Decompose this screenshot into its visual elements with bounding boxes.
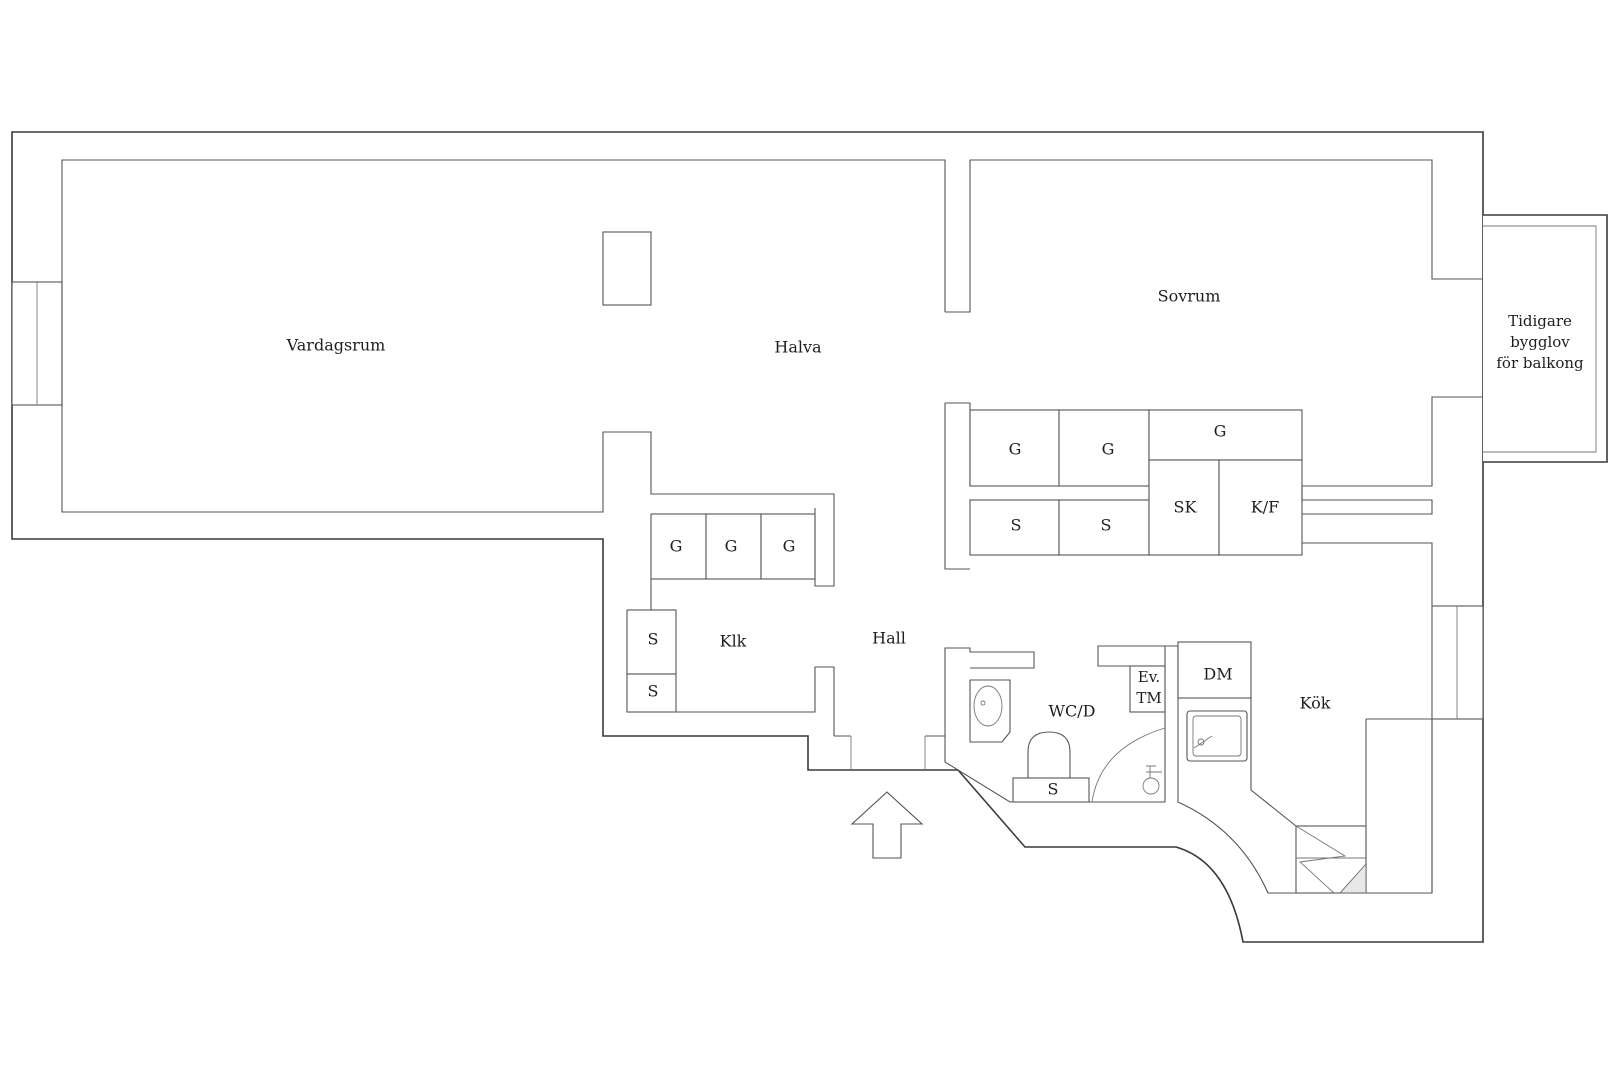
bedroom-wardrobes — [969, 409, 1303, 487]
room-label-wc: WC/D — [1049, 702, 1096, 721]
label-wardrobe-bedroom-2: G — [1102, 440, 1115, 459]
label-shelf-hall-2: S — [1101, 516, 1112, 535]
label-shelf-wc: S — [1048, 780, 1059, 799]
label-wardrobe-klk-1: G — [670, 537, 683, 556]
label-sk: SK — [1174, 498, 1198, 517]
room-label-balcony-1: Tidigare — [1508, 312, 1572, 330]
drain-icon — [1142, 777, 1160, 795]
label-kf: K/F — [1251, 498, 1279, 517]
window-right — [1431, 605, 1484, 720]
dishwasher — [1177, 641, 1252, 699]
wc-fixtures — [969, 665, 1166, 803]
room-label-halva: Halva — [774, 338, 822, 357]
wc-wall — [944, 645, 1166, 803]
window-left — [11, 281, 63, 406]
label-wardrobe-bedroom-3: G — [1214, 422, 1227, 441]
label-shelf-klk-1: S — [648, 630, 659, 649]
kitchen-sink-icon — [1186, 710, 1248, 762]
kitchen-wall — [1165, 645, 1433, 894]
klk-shelves — [626, 609, 677, 713]
balcony-outline — [1483, 214, 1608, 463]
stove-icon — [1295, 825, 1367, 894]
hall-storage — [944, 403, 1433, 606]
entrance-arrow-icon — [850, 791, 924, 859]
klk-wall — [650, 579, 835, 736]
bedroom-wall-lower — [1302, 396, 1483, 487]
living-room-wall — [61, 159, 946, 587]
label-wardrobe-klk-2: G — [725, 537, 738, 556]
label-shelf-hall-1: S — [1011, 516, 1022, 535]
label-ev-2: TM — [1136, 689, 1161, 707]
room-label-sovrum: Sovrum — [1158, 287, 1221, 306]
room-label-vardagsrum: Vardagsrum — [286, 336, 386, 355]
ev-tm-box — [1129, 665, 1166, 713]
label-ev-1: Ev. — [1138, 668, 1160, 686]
room-label-balcony-3: för balkong — [1496, 354, 1584, 372]
room-label-balcony-2: bygglov — [1510, 333, 1570, 351]
room-label-hall: Hall — [872, 629, 906, 648]
shower-door-icon — [1091, 727, 1166, 803]
label-wardrobe-bedroom-1: G — [1009, 440, 1022, 459]
room-label-kok: Kök — [1300, 694, 1331, 713]
column — [602, 231, 652, 306]
room-label-klk: Klk — [720, 632, 747, 651]
klk-wardrobes — [650, 513, 816, 580]
wc-shelf — [1012, 777, 1090, 803]
label-wardrobe-klk-3: G — [783, 537, 796, 556]
label-shelf-klk-2: S — [648, 682, 659, 701]
kitchen-fixtures — [1177, 641, 1433, 894]
bedroom-wall — [945, 159, 1483, 313]
sink-icon — [969, 679, 1011, 743]
toilet-icon — [1027, 731, 1071, 779]
entrance-door — [834, 647, 1035, 770]
label-dm: DM — [1203, 665, 1232, 684]
shower-tap-icon — [1146, 765, 1162, 778]
